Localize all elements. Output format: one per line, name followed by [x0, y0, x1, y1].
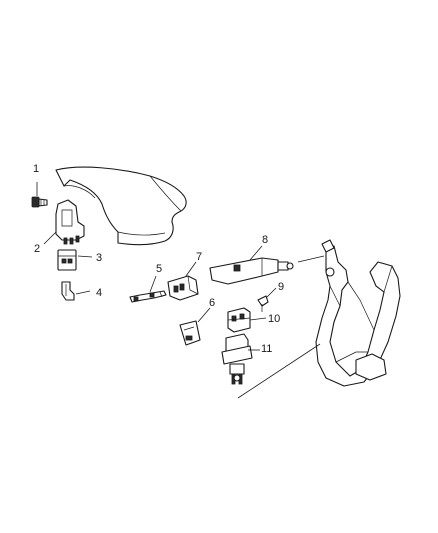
callout-6: 6 — [209, 297, 215, 309]
callout-3: 3 — [96, 252, 102, 264]
callout-11: 11 — [261, 343, 272, 355]
callout-7: 7 — [196, 251, 202, 263]
pedal-assembly — [315, 239, 401, 387]
part-10-connector-housing — [227, 307, 251, 333]
steering-column-shroud — [55, 166, 187, 246]
callout-5: 5 — [156, 263, 162, 275]
part-3-connector-block — [57, 249, 77, 271]
part-6-clip — [179, 320, 201, 346]
callout-4: 4 — [96, 287, 102, 299]
part-9-pin — [257, 295, 269, 312]
part-8-stop-lamp-switch — [209, 257, 294, 285]
callout-8: 8 — [262, 234, 268, 246]
part-1-screw — [31, 196, 48, 208]
callout-2: 2 — [34, 243, 40, 255]
part-4-terminal — [61, 281, 75, 301]
part-5-wire-terminal — [129, 290, 167, 303]
part-2-switch — [55, 199, 85, 245]
part-11-switch-assembly — [221, 333, 253, 385]
part-7-connector — [167, 275, 199, 301]
callout-1: 1 — [33, 163, 39, 175]
leader-lines — [36, 182, 325, 399]
callout-9: 9 — [278, 281, 284, 293]
callout-10: 10 — [268, 313, 280, 325]
